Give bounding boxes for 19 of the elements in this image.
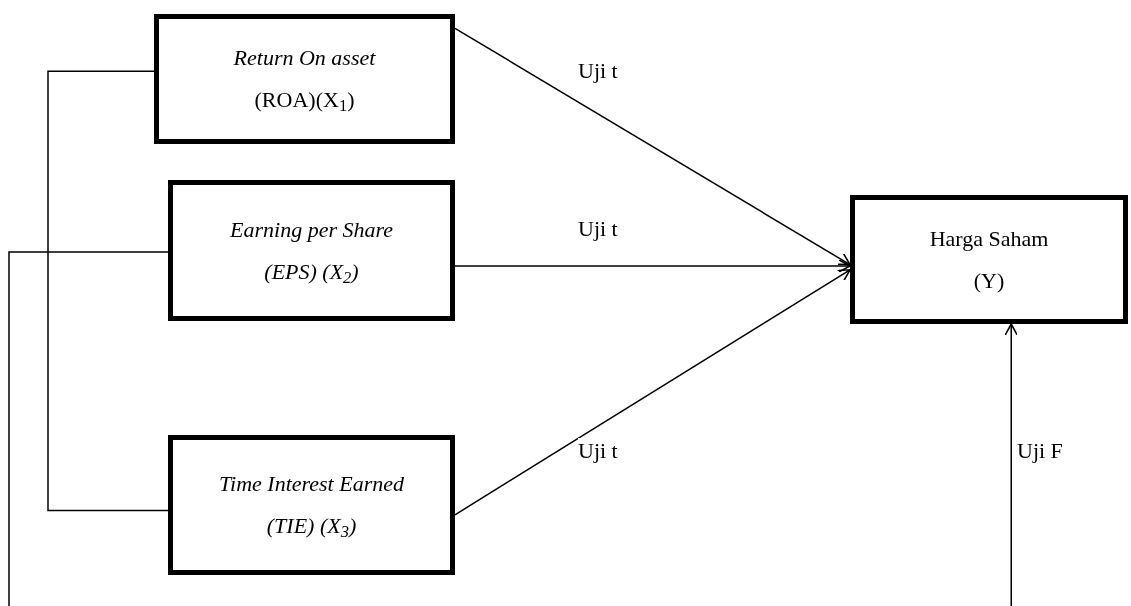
variable-label: (EPS) (X$_{2}$) <box>264 258 359 285</box>
variable-label: (TIE) (X$_{3}$) <box>266 513 357 539</box>
connector-line <box>454 27 851 266</box>
variable-label: Harga Saham <box>929 225 1049 252</box>
connector-line <box>8 251 169 606</box>
variable-label: (ROA)(X$_{1}$) <box>254 87 355 113</box>
variable-box <box>168 180 455 321</box>
variable-label: Time Interest Earned <box>219 471 404 497</box>
variable-label: (Y) <box>973 267 1005 294</box>
variable-label: Earning per Share <box>230 216 393 243</box>
variable-box <box>168 435 455 575</box>
connector-line <box>1004 323 1019 606</box>
bracket-connector <box>47 70 169 512</box>
connector-line <box>454 259 851 273</box>
connector-line <box>454 269 851 516</box>
variable-box <box>154 14 455 144</box>
variable-label: Return On asset <box>233 45 376 71</box>
edge-label: Uji t <box>578 438 618 464</box>
variable-box <box>850 195 1128 324</box>
